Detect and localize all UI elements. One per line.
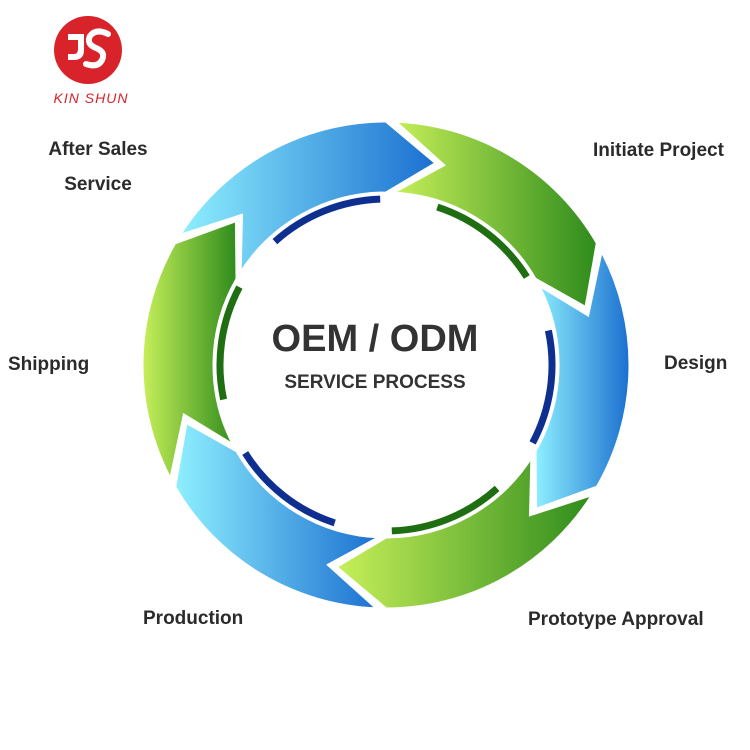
cycle-segment-rim-4: [242, 451, 336, 527]
stage-label-after-sales-service: After Sales Service: [48, 139, 148, 195]
cycle-segment-6: [175, 119, 439, 280]
logo-mark-icon: [54, 16, 122, 84]
stage-label-shipping: Shipping: [8, 354, 90, 375]
stage-label-design: Design: [664, 353, 728, 374]
cycle-segment-1: [386, 119, 599, 311]
stage-label-production: Production: [143, 608, 244, 629]
cycle-segment-rim-3: [391, 485, 500, 535]
cycle-segment-rim-2: [529, 329, 556, 445]
kin-shun-logo: KIN SHUN: [46, 14, 136, 110]
cycle-segment-4: [173, 419, 386, 611]
center-subtitle: SERVICE PROCESS: [284, 372, 466, 393]
cycle-segment-3: [333, 450, 597, 611]
cycle-segment-rim-5: [216, 285, 243, 401]
stage-label-initiate-project: Initiate Project: [593, 140, 724, 161]
cycle-segment-rim-6: [272, 195, 381, 245]
cycle-segment-2: [533, 246, 632, 512]
stage-label-prototype-approval: Prototype Approval: [528, 609, 704, 630]
logo-text: KIN SHUN: [53, 90, 129, 106]
cycle-segment-5: [140, 218, 239, 484]
cycle-segment-rim-1: [436, 203, 530, 279]
center-title: OEM / ODM: [271, 318, 479, 360]
